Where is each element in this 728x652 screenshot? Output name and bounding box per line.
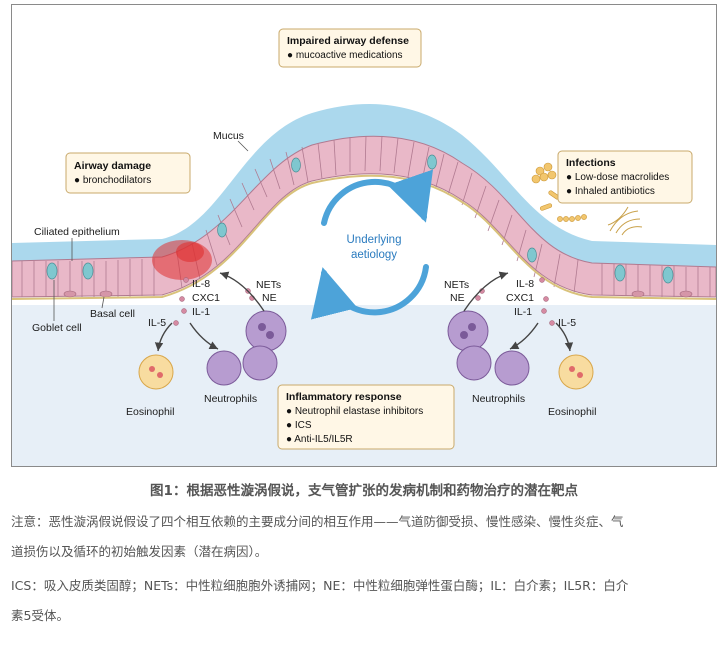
vicious-vortex-diagram: Impaired airway defense ● mucoactive med… bbox=[12, 5, 716, 466]
inflammatory-box-title: Inflammatory response bbox=[286, 391, 402, 403]
label-goblet-cell: Goblet cell bbox=[32, 322, 82, 334]
underlying-aetiology-cycle bbox=[311, 169, 433, 320]
infections-box-item-2: ● Inhaled antibiotics bbox=[566, 186, 655, 197]
figure-panel: Impaired airway defense ● mucoactive med… bbox=[11, 4, 717, 467]
bacteria-cluster bbox=[531, 162, 587, 222]
inflammatory-box-item-2: ● ICS bbox=[286, 420, 312, 431]
mucus-layer bbox=[12, 104, 716, 267]
label-nets-left: NETs bbox=[256, 279, 281, 291]
label-neutrophils-left: Neutrophils bbox=[204, 393, 257, 405]
infections-box: Infections ● Low-dose macrolides ● Inhal… bbox=[557, 150, 693, 204]
label-il1-right: IL-1 bbox=[514, 306, 532, 318]
impaired-box-title: Impaired airway defense bbox=[287, 35, 409, 47]
note-line-2: 道损伤以及循环的初始触发因素（潜在病因）。 bbox=[11, 544, 268, 559]
label-cxc1-left: CXC1 bbox=[192, 292, 220, 304]
neutrophil-cells bbox=[206, 310, 530, 386]
label-ciliated-epithelium: Ciliated epithelium bbox=[34, 226, 120, 238]
label-il8-left: IL-8 bbox=[192, 278, 210, 290]
damage-box-title: Airway damage bbox=[74, 160, 151, 172]
label-il5-right: IL-5 bbox=[558, 317, 576, 329]
impaired-box-item: ● mucoactive medications bbox=[287, 50, 403, 61]
infections-box-title: Infections bbox=[566, 157, 616, 169]
inflammatory-response-box: Inflammatory response ● Neutrophil elast… bbox=[277, 384, 455, 450]
label-nets-right: NETs bbox=[444, 279, 469, 291]
damage-box-item: ● bronchodilators bbox=[74, 175, 151, 186]
infections-box-item-1: ● Low-dose macrolides bbox=[566, 172, 669, 183]
eosinophil-cells bbox=[138, 354, 594, 390]
label-ne-right: NE bbox=[450, 292, 465, 304]
inflammatory-box-item-1: ● Neutrophil elastase inhibitors bbox=[286, 406, 423, 417]
note-line-3: ICS：吸入皮质类固醇；NETs：中性粒细胞胞外诱捕网；NE：中性粒细胞弹性蛋白… bbox=[11, 578, 629, 593]
label-il8-right: IL-8 bbox=[516, 278, 534, 290]
label-eosinophil-left: Eosinophil bbox=[126, 406, 174, 418]
goblet-cells bbox=[46, 154, 674, 284]
cycle-label-line2: aetiology bbox=[351, 249, 397, 261]
airway-damage-box: Airway damage ● bronchodilators bbox=[65, 152, 191, 194]
label-il5-left: IL-5 bbox=[148, 317, 166, 329]
label-eosinophil-right: Eosinophil bbox=[548, 406, 596, 418]
label-basal-cell: Basal cell bbox=[90, 308, 135, 320]
label-neutrophils-right: Neutrophils bbox=[472, 393, 525, 405]
basal-cells bbox=[63, 290, 693, 298]
impaired-airway-defense-box: Impaired airway defense ● mucoactive med… bbox=[278, 28, 422, 68]
label-ne-left: NE bbox=[262, 292, 277, 304]
note-line-1: 注意：恶性漩涡假说假设了四个相互依赖的主要成分间的相互作用——气道防御受损、慢性… bbox=[11, 514, 624, 529]
inflammatory-box-item-3: ● Anti-IL5/IL5R bbox=[286, 434, 353, 445]
figure-caption: 图1：根据恶性漩涡假说，支气管扩张的发病机制和药物治疗的潜在靶点 bbox=[150, 483, 578, 499]
label-cxc1-right: CXC1 bbox=[506, 292, 534, 304]
cycle-label-line1: Underlying bbox=[347, 234, 402, 246]
fungal-hyphae bbox=[607, 206, 643, 236]
label-mucus: Mucus bbox=[213, 130, 244, 142]
label-il1-left: IL-1 bbox=[192, 306, 210, 318]
note-line-4: 素5受体。 bbox=[11, 608, 69, 623]
